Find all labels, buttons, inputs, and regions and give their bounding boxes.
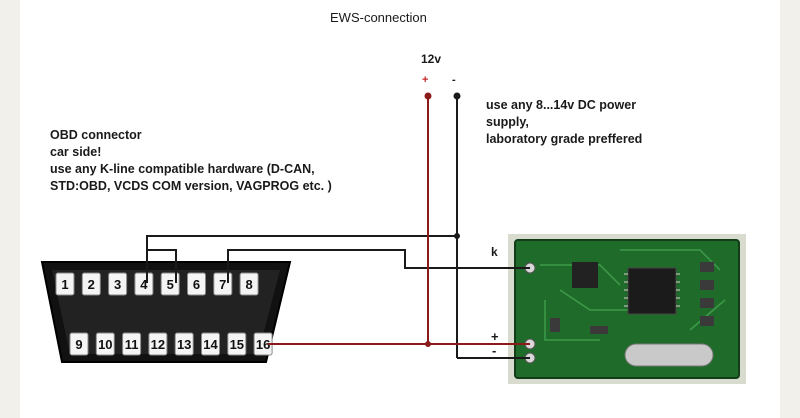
power-note-line: supply, bbox=[486, 115, 529, 129]
pcb-traces bbox=[540, 249, 726, 341]
obd-pin-3 bbox=[108, 272, 128, 296]
obd-pin-label-3: 3 bbox=[114, 277, 121, 292]
obd-note-line: OBD connector bbox=[50, 128, 142, 142]
diagram-title: EWS-connection bbox=[330, 10, 427, 25]
junction-ground bbox=[454, 233, 460, 239]
obd-pin-label-6: 6 bbox=[193, 277, 200, 292]
power-supply-note: use any 8...14v DC power supply, laborat… bbox=[486, 97, 642, 148]
obd-pin-label-11: 11 bbox=[125, 337, 139, 352]
obd-top-pin-row: 1 2 3 4 5 6 7 8 bbox=[55, 272, 259, 296]
obd-pin-9 bbox=[69, 332, 89, 356]
obd-pin-label-5: 5 bbox=[167, 277, 174, 292]
obd-pin-label-7: 7 bbox=[219, 277, 226, 292]
obd-pin-11 bbox=[122, 332, 142, 356]
voltage-label: 12v bbox=[421, 52, 442, 66]
obd-pin-2 bbox=[81, 272, 101, 296]
obd-pin-label-1: 1 bbox=[61, 277, 68, 292]
wire-pin4-ground bbox=[146, 235, 457, 283]
junction-positive bbox=[425, 341, 431, 347]
wire-k-line bbox=[227, 249, 530, 283]
obd-bottom-pin-row: 9 10 11 12 13 14 15 16 bbox=[69, 332, 273, 356]
obd-pin-12 bbox=[148, 332, 168, 356]
board-k-label: k bbox=[491, 245, 498, 259]
wires bbox=[146, 96, 530, 359]
obd-note-line: use any K-line compatible hardware (D-CA… bbox=[50, 162, 315, 176]
obd-pin-8 bbox=[239, 272, 259, 296]
obd-pin-label-12: 12 bbox=[151, 337, 165, 352]
positive-wires bbox=[268, 96, 530, 345]
obd-pin-13 bbox=[174, 332, 194, 356]
board-plus-label: + bbox=[491, 329, 499, 344]
ews-module-board bbox=[508, 234, 746, 384]
power-note-line: laboratory grade preffered bbox=[486, 132, 643, 146]
chip-pins bbox=[624, 273, 680, 307]
obd-pin-label-14: 14 bbox=[203, 337, 218, 352]
obd-pin-10 bbox=[95, 332, 115, 356]
obd-pin-label-9: 9 bbox=[75, 337, 82, 352]
power-minus-label: - bbox=[452, 74, 456, 86]
smd-part-4 bbox=[700, 316, 714, 326]
obd-note-line: car side! bbox=[50, 145, 102, 159]
obd-pin-label-4: 4 bbox=[140, 277, 148, 292]
obd-connector-note: OBD connector car side! use any K-line c… bbox=[50, 127, 332, 195]
smd-part-2 bbox=[700, 280, 714, 290]
terminal-positive bbox=[424, 92, 432, 100]
obd-pin-4 bbox=[134, 272, 154, 296]
obd-pin-14 bbox=[201, 332, 220, 356]
smd-part-6 bbox=[590, 326, 608, 334]
wire-pin5-ground bbox=[147, 249, 177, 283]
power-note-line: use any 8...14v DC power bbox=[486, 98, 637, 112]
main-chip bbox=[627, 267, 677, 315]
obd-pin-label-2: 2 bbox=[88, 277, 95, 292]
smd-part-3 bbox=[700, 298, 714, 308]
obd-pin-label-13: 13 bbox=[177, 337, 191, 352]
power-plus-label: + bbox=[422, 74, 429, 86]
obd-pin-label-15: 15 bbox=[230, 337, 244, 352]
obd-pin-1 bbox=[55, 272, 75, 296]
smd-part-5 bbox=[550, 318, 560, 332]
small-chip bbox=[572, 262, 598, 288]
obd-pin-15 bbox=[227, 332, 247, 356]
crystal-oscillator bbox=[624, 343, 714, 367]
smd-part-1 bbox=[700, 262, 714, 272]
obd-note-line: STD:OBD, VCDS COM version, VAGPROG etc. … bbox=[50, 179, 332, 193]
obd-pin-6 bbox=[187, 272, 206, 296]
terminal-negative bbox=[453, 92, 461, 100]
obd-pin-label-16: 16 bbox=[256, 337, 270, 352]
obd-pin-label-10: 10 bbox=[98, 337, 112, 352]
board-minus-label: - bbox=[492, 343, 497, 358]
obd-pin-5 bbox=[160, 272, 180, 296]
obd-pin-label-8: 8 bbox=[245, 277, 252, 292]
